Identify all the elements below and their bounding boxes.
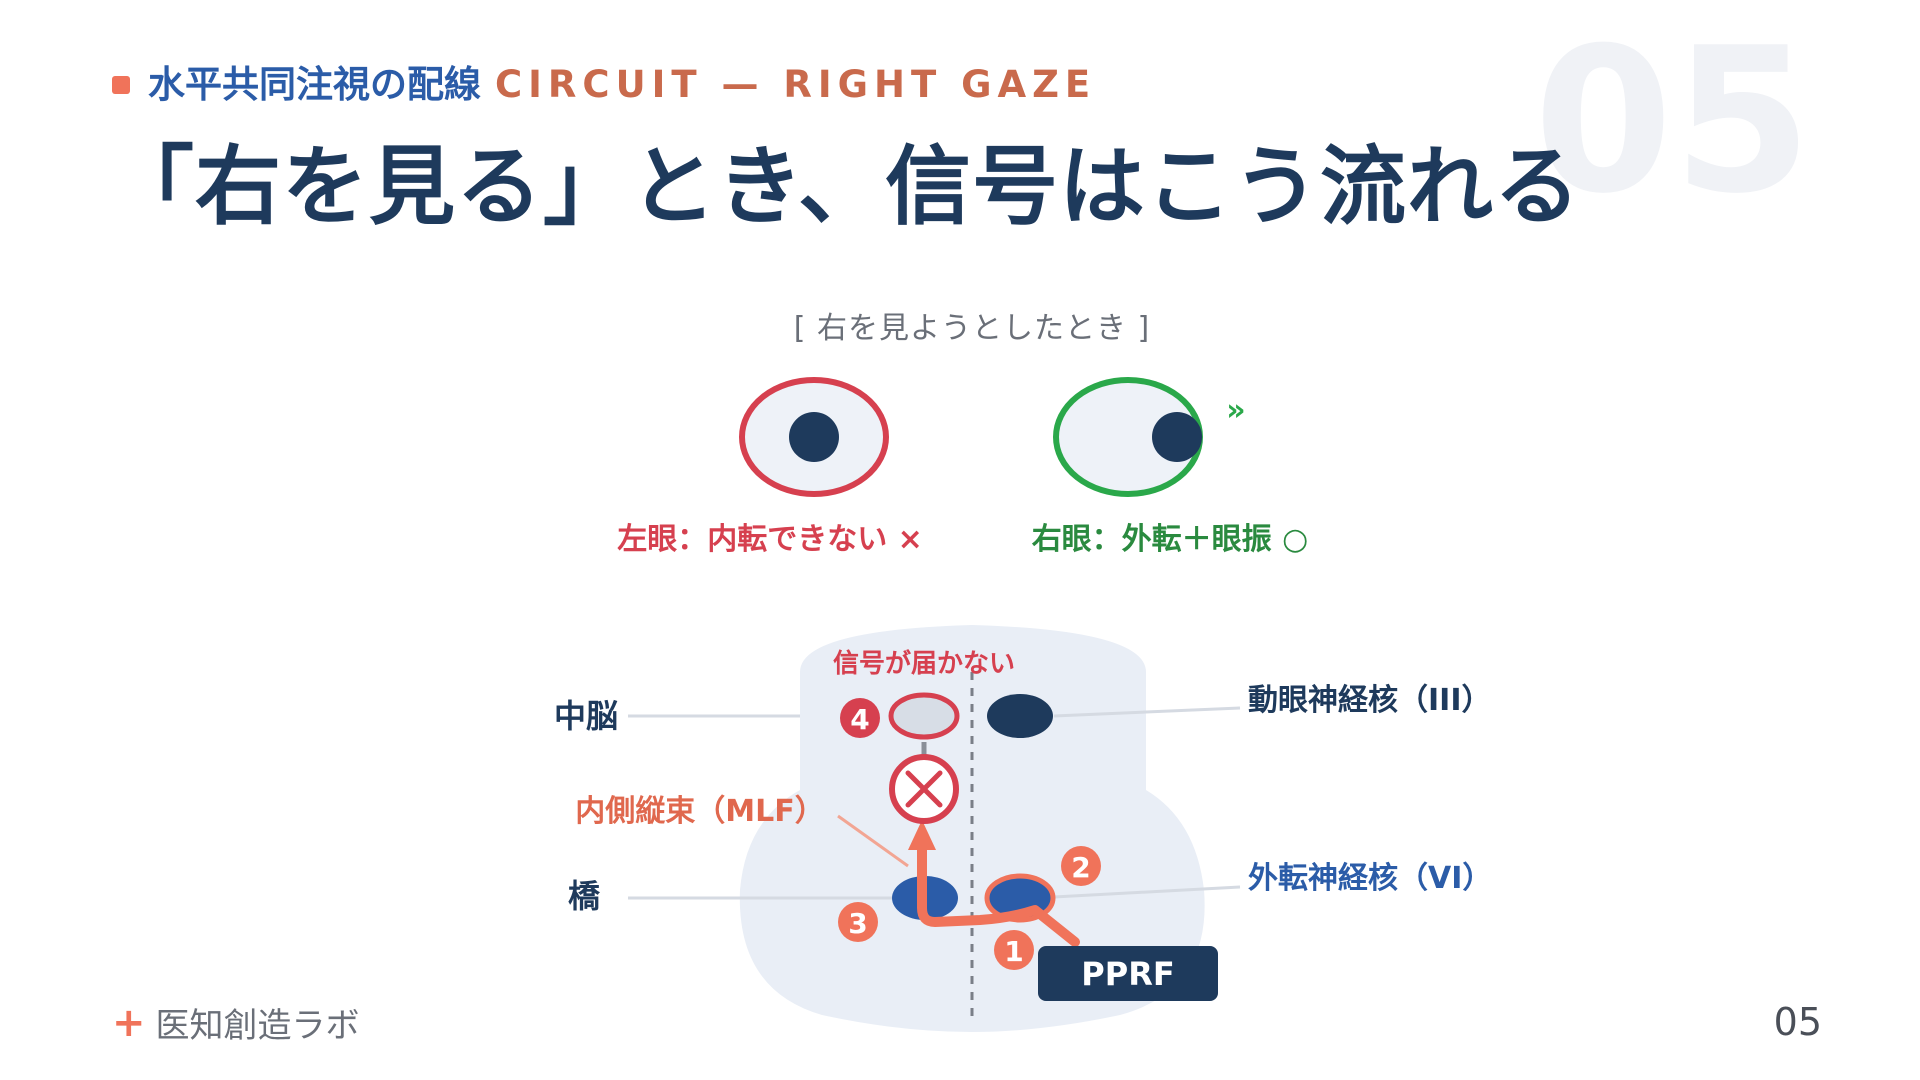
step-badge-3: 3 bbox=[838, 902, 878, 942]
block-marker bbox=[889, 754, 959, 824]
step-badge-1-circle bbox=[994, 930, 1034, 970]
step-badge-4: 4 bbox=[840, 698, 880, 738]
section-label: 水平共同注視の配線 CIRCUIT — RIGHT GAZE bbox=[112, 66, 1096, 103]
section-label-en: CIRCUIT — RIGHT GAZE bbox=[495, 63, 1097, 106]
section-label-jp: 水平共同注視の配線 bbox=[148, 63, 481, 106]
midbrain-label: 中脳 bbox=[554, 697, 618, 735]
page-title: 「右を見る」とき、信号はこう流れる bbox=[108, 137, 1581, 237]
slide-number-watermark: 05 bbox=[1533, 5, 1812, 238]
right-eye bbox=[1053, 377, 1203, 497]
right-eye-pupil bbox=[1152, 412, 1202, 462]
page-number: 05 bbox=[1773, 1000, 1822, 1044]
oculomotor-nucleus-label: 動眼神経核（III） bbox=[1248, 683, 1492, 718]
step-badge-2-label: 2 bbox=[1071, 851, 1090, 884]
right-eye-label: 右眼：外転＋眼振 ○ bbox=[1032, 522, 1309, 557]
block-marker-x-2 bbox=[905, 770, 943, 808]
pprf-box: PPRF bbox=[1038, 946, 1218, 1001]
pprf-label: PPRF bbox=[1081, 955, 1174, 993]
step-badge-4-label: 4 bbox=[850, 703, 869, 736]
left-eye-pupil bbox=[789, 412, 839, 462]
abducens-nucleus-label: 外転神経核（VI） bbox=[1248, 861, 1492, 896]
signal-blocked-label: 信号が届かない bbox=[833, 648, 1015, 679]
step-badge-3-circle bbox=[838, 902, 878, 942]
nystagmus-mark: » bbox=[1226, 393, 1245, 428]
signal-arrowhead bbox=[908, 820, 936, 850]
step-badge-1-label: 1 bbox=[1004, 935, 1023, 968]
step-badge-2-circle bbox=[1061, 846, 1101, 886]
step-badge-4-circle bbox=[840, 698, 880, 738]
mlf-leader-line bbox=[837, 814, 909, 868]
left-eye bbox=[739, 377, 889, 497]
left-oculomotor-nucleus bbox=[888, 692, 960, 740]
pprf-box-bg bbox=[1038, 946, 1218, 1001]
gaze-caption: [ 右を見ようとしたとき ] bbox=[794, 311, 1150, 346]
step-badge-1: 1 bbox=[994, 930, 1034, 970]
oculomotor-leader-line bbox=[1053, 706, 1241, 718]
section-bullet-icon bbox=[112, 75, 130, 94]
abducens-leader-line bbox=[1053, 885, 1241, 899]
mlf-label: 内側縦束（MLF） bbox=[575, 794, 824, 829]
signal-path bbox=[917, 840, 1080, 947]
right-oculomotor-nucleus bbox=[987, 694, 1053, 738]
footer-brand: + 医知創造ラボ bbox=[112, 998, 360, 1047]
pons-label: 橋 bbox=[568, 877, 601, 915]
step-badge-2: 2 bbox=[1061, 846, 1101, 886]
left-eye-label: 左眼：内転できない × bbox=[617, 522, 923, 557]
step-badge-3-label: 3 bbox=[848, 907, 867, 940]
brand-name: 医知創造ラボ bbox=[155, 1006, 360, 1046]
brand-plus-icon: + bbox=[112, 999, 146, 1046]
